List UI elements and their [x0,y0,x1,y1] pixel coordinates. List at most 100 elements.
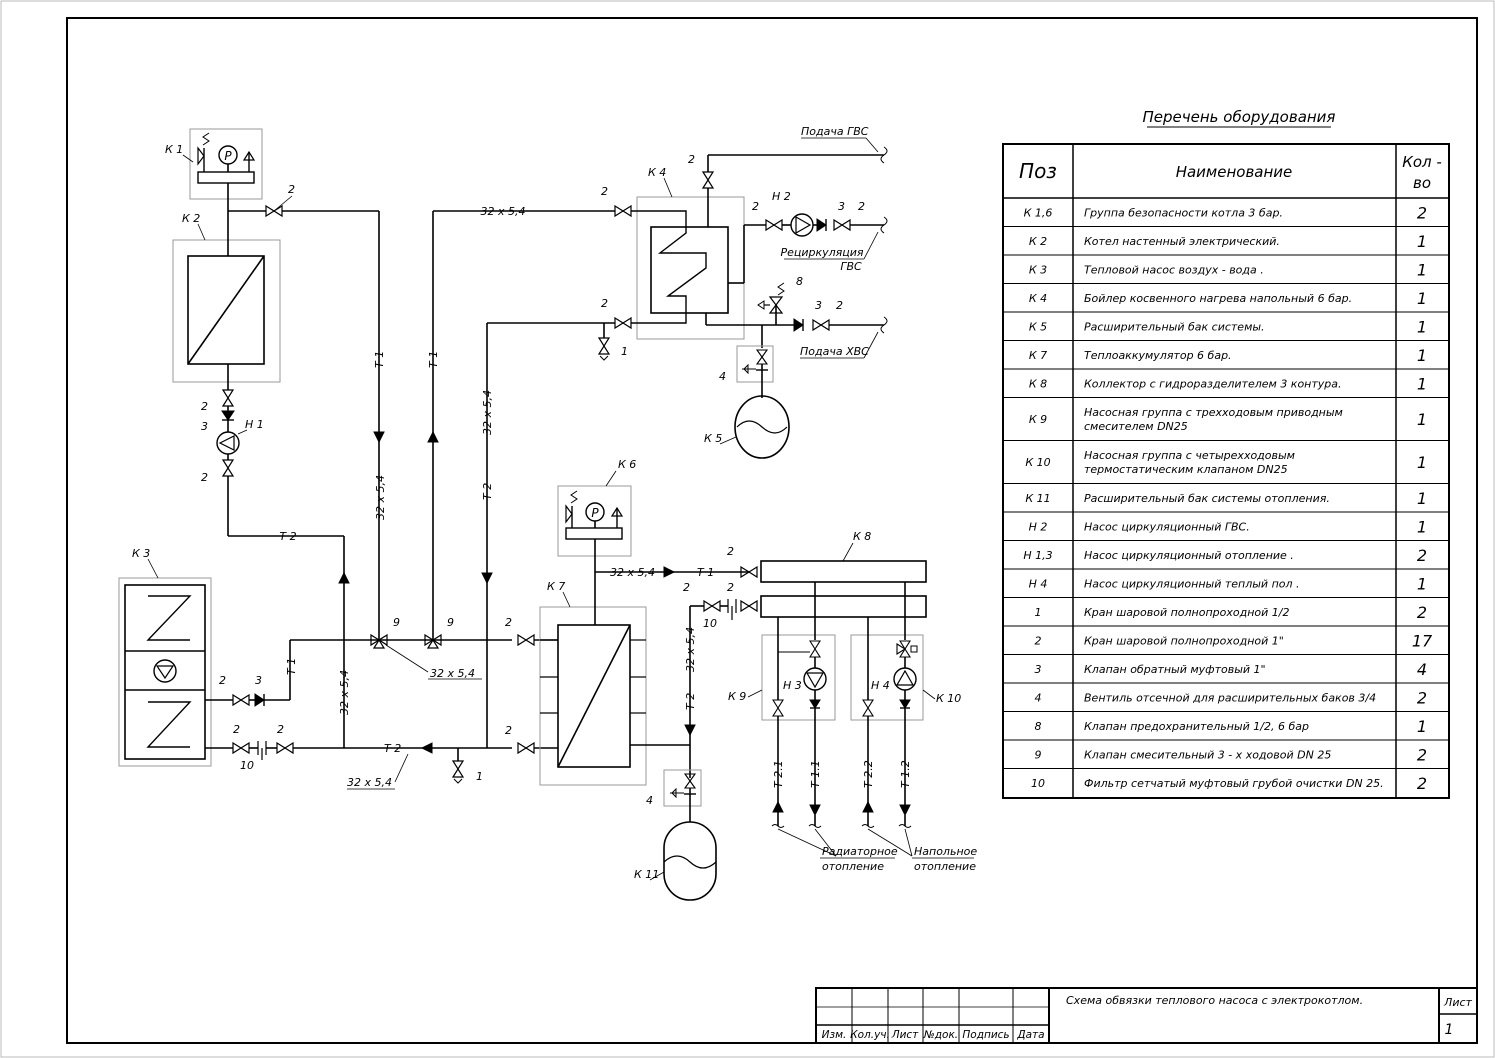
equipment-table-cell-name: Клапан предохранительный 1/2, 6 бар [1084,720,1309,733]
equipment-table-header-pos: Поз [1019,159,1057,183]
equipment-table-cell-pos: 2 [1035,634,1042,647]
label-size-h: 32 х 5,4 [684,627,697,672]
equipment-table-cell-qty: 4 [1417,660,1427,679]
label-shutoff-4-a: 4 [719,370,726,383]
equipment-table-cell-pos: К 8 [1029,377,1047,390]
equipment-table-cell-pos: Н 4 [1029,577,1048,590]
equipment-table-cell-pos: 1 [1035,606,1042,619]
equipment-table-row: К 3 Тепловой насос воздух - вода . 1 [1003,260,1449,284]
label-floor-1: Напольное [914,845,977,858]
label-floor-2: отопление [914,860,976,873]
label-t1-b: Т 1 [427,351,440,368]
k1-safety-group [189,128,263,200]
equipment-table-cell-qty: 1 [1417,374,1427,393]
k5-expansion-tank [734,395,790,459]
label-size-e: 32 х 5,4 [347,776,392,789]
equipment-table-cell-name: Фильтр сетчатый муфтовый грубой очистки … [1084,777,1384,790]
title-block-col-date: Дата [1016,1029,1044,1041]
equipment-table-cell-pos: 3 [1035,663,1042,676]
equipment-table-cell-pos: К 1,6 [1024,206,1053,219]
label-mix-9-a: 9 [393,616,400,629]
label-valve-2-h: 2 [858,200,865,213]
title-block: Изм. Кол.уч. Лист №док. Подпись Дата Схе… [815,987,1478,1044]
equipment-table-row: 10 Фильтр сетчатый муфтовый грубой очистк… [1031,774,1427,793]
equipment-table-cell-qty: 2 [1417,688,1427,707]
label-check-3-b: 3 [838,200,845,213]
equipment-table-cell-name: Клапан обратный муфтовый 1" [1084,663,1266,676]
label-t21: Т 2.1 [772,760,785,788]
label-valve-2-q: 2 [727,581,734,594]
label-k6: К 6 [618,458,636,471]
label-h4: Н 4 [871,679,890,692]
equipment-table-cell-pos: К 3 [1029,263,1047,276]
air-vent-icon [242,150,256,161]
label-valve-2-p: 2 [683,581,690,594]
equipment-table-cell-name: Бойлер косвенного нагрева напольный 6 ба… [1084,292,1352,305]
equipment-table-cell-name: Насос циркуляционный теплый пол . [1084,577,1300,590]
equipment-table-title: Перечень оборудования [1143,108,1336,126]
equipment-table-cell-qty: 1 [1417,317,1427,336]
equipment-table-cell-pos: 9 [1035,748,1042,761]
equipment-table-cell-pos: К 4 [1029,292,1047,305]
label-h1: Н 1 [245,418,264,431]
k10-pump-group [850,634,924,721]
equipment-table-cell-qty: 1 [1417,574,1427,593]
equipment-table-cell-name: термостатическим клапаном DN25 [1084,463,1288,476]
safety-valve-icon [197,146,205,166]
drawing-title: Схема обвязки теплового насоса с электро… [1066,994,1363,1007]
equipment-table-cell-name: Котел настенный электрический. [1084,235,1280,248]
equipment-table-cell-pos: 10 [1031,777,1045,790]
equipment-table-cell-pos: К 5 [1029,320,1047,333]
label-valve-2-j: 2 [219,674,226,687]
label-check-3-d: 3 [255,674,262,687]
label-valve-2-d: 2 [601,185,608,198]
label-k1: К 1 [165,143,183,156]
equipment-table-cell-pos: Н 1,3 [1023,549,1052,562]
equipment-table-cell-qty: 1 [1417,289,1427,308]
k11-expansion-tank [663,821,717,901]
equipment-table-cell-qty: 2 [1417,745,1427,764]
k2-electric-boiler [187,255,265,365]
label-drain-1-a: 1 [621,345,628,358]
equipment-table-cell-name: Коллектор с гидроразделителем 3 контура. [1084,377,1342,390]
label-filter-10-b: 10 [703,617,717,630]
label-valve-2-g: 2 [752,200,759,213]
label-t11: Т 1.1 [809,760,822,788]
label-valve-2-n: 2 [505,724,512,737]
label-k5: К 5 [704,432,722,445]
equipment-table-cell-name: Насос циркуляционный ГВС. [1084,520,1250,533]
label-recirc-1: Рециркуляция [780,246,863,259]
equipment-table-cell-qty: 1 [1417,260,1427,279]
equipment-table-cell-name: Расширительный бак системы отопления. [1084,492,1330,505]
label-dhw-supply: Подача ГВС [801,125,869,138]
equipment-table-cell-name: Тепловой насос воздух - вода . [1084,263,1264,276]
label-size-d: 32 х 5,4 [430,667,475,680]
label-shutoff-4-b: 4 [646,794,653,807]
label-valve-2-b: 2 [201,400,208,413]
label-radiator-2: отопление [822,860,884,873]
label-t12: Т 1.2 [899,760,912,788]
label-t1-c: Т 1 [285,658,298,675]
equipment-table-cell-name: Насосная группа с четырехходовым [1084,449,1295,462]
equipment-table-cell-qty: 1 [1417,717,1427,736]
label-check-3-a: 3 [201,420,208,433]
label-t2-d: Т 2 [684,693,697,710]
label-k11: К 11 [634,868,659,881]
equipment-table-cell-name: Расширительный бак системы. [1084,320,1265,333]
title-block-col-doc: №док. [923,1029,958,1041]
label-t22: Т 2.2 [862,760,875,788]
k8-collector-return [760,595,927,618]
label-size-f: 32 х 5,4 [338,670,351,715]
label-valve-2-e: 2 [601,297,608,310]
k2-electric-boiler-frame [172,239,281,383]
equipment-table-cell-pos: К 11 [1025,492,1050,505]
title-block-col-sheet: Лист [891,1029,919,1041]
label-mix-9-b: 9 [447,616,454,629]
label-k4: К 4 [648,166,666,179]
equipment-table-cell-qty: 1 [1417,346,1427,365]
